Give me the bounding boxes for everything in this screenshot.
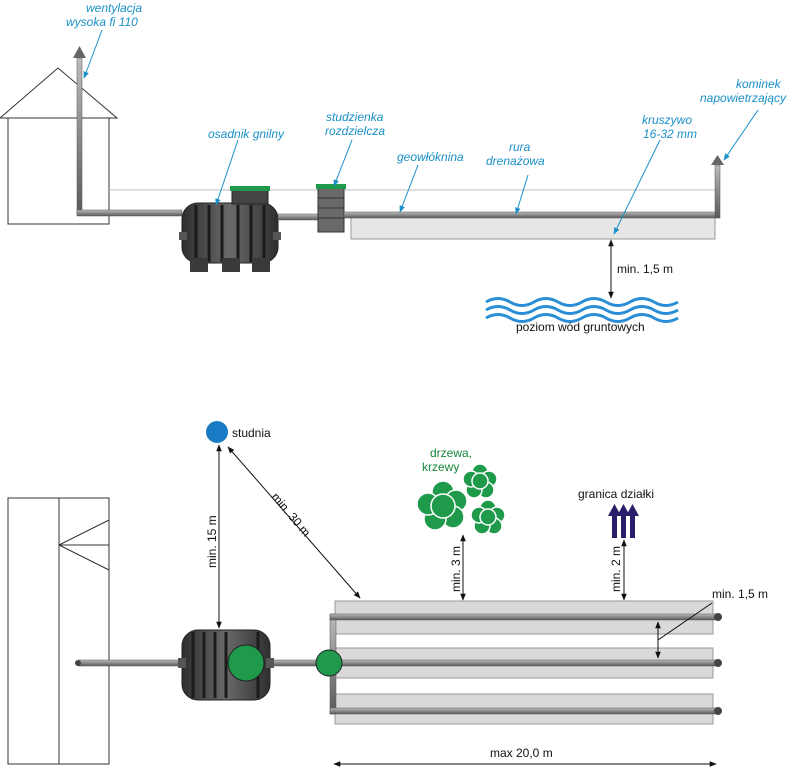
inlet-pipe	[76, 209, 183, 217]
groundwater-waves	[485, 297, 679, 323]
distribution-well-side	[316, 184, 346, 233]
septic-tank-label: osadnik gnilny	[208, 127, 285, 141]
plot-boundary-icon	[608, 504, 639, 538]
septic-tank-plan	[178, 629, 274, 701]
septic-tank-side	[179, 186, 281, 272]
well-vertical-distance-label: min. 15 m	[205, 515, 219, 568]
ventilation-label-2: wysoka fi 110	[66, 15, 138, 29]
house-icon	[0, 67, 119, 225]
trees-distance-label: min. 3 m	[449, 546, 463, 592]
boundary-distance-label: min. 2 m	[609, 546, 623, 592]
well-label: studnia	[232, 426, 271, 440]
distribution-well-label-2: rozdzielcza	[325, 124, 385, 138]
plan-tank-outlet-pipe	[269, 659, 319, 667]
ventilation-pointer	[83, 29, 103, 79]
well-icon	[206, 421, 228, 443]
trees-label-2: krzewy	[422, 460, 459, 474]
well-diagonal-distance-arrow	[227, 446, 361, 599]
distribution-well-plan	[315, 649, 343, 677]
side-view: wentylacja wysoka fi 110 osadnik gnilny …	[0, 1, 787, 334]
ventilation-label-1: wentylacja	[86, 1, 142, 15]
vent-chimney-label-1: kominek	[736, 77, 782, 91]
house-plan-icon	[7, 497, 110, 765]
aggregate-label-1: kruszywo	[642, 113, 692, 127]
aggregate-label-2: 16-32 mm	[643, 127, 697, 141]
groundwater-level-label: poziom wód gruntowych	[516, 320, 645, 334]
trees-label-1: drzewa,	[430, 446, 472, 460]
plot-boundary-label: granica działki	[578, 487, 654, 501]
vent-chimney	[711, 155, 724, 219]
geotextile-pointer	[399, 164, 419, 213]
well-diagonal-distance-label: min. 30 m	[269, 490, 314, 539]
trees-icon	[416, 463, 506, 535]
geotextile-label: geowłóknina	[397, 150, 464, 164]
septic-tank-pointer	[215, 139, 239, 206]
vent-chimney-pointer	[723, 109, 759, 161]
distribution-well-pointer	[333, 139, 353, 187]
between-drains-pointer	[657, 602, 713, 641]
plan-view: studnia drzewa, krzewy granica działki m…	[7, 421, 768, 767]
drain-field-side	[343, 211, 717, 240]
drain-pipe-pointer	[515, 174, 529, 215]
plan-inlet-pipe	[77, 659, 183, 667]
outlet-pipe	[277, 213, 319, 221]
distribution-well-label-1: studzienka	[326, 110, 384, 124]
drain-pipe-label-2: drenażowa	[486, 154, 545, 168]
between-drains-label: min. 1,5 m	[712, 587, 768, 601]
drain-pipe-label-1: rura	[509, 140, 531, 154]
aggregate-pointer	[613, 139, 661, 235]
groundwater-distance-label: min. 1,5 m	[617, 262, 673, 276]
max-length-label: max 20,0 m	[490, 746, 553, 760]
vent-chimney-label-2: napowietrzający	[700, 91, 787, 105]
